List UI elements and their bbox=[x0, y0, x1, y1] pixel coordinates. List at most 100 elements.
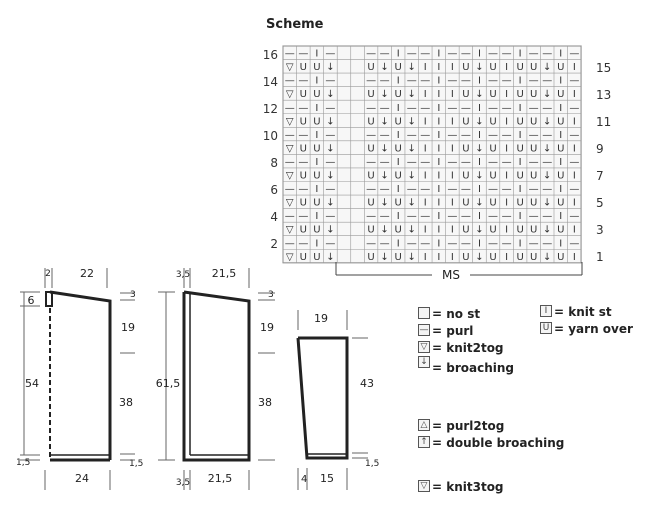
chart-stitch-symbol: U bbox=[530, 143, 537, 154]
dimension-label: 3 bbox=[268, 290, 274, 300]
chart-stitch-symbol: U bbox=[395, 171, 402, 182]
chart-stitch-symbol: — bbox=[488, 184, 498, 195]
legend-purl2tog: △ = purl2tog bbox=[418, 419, 504, 433]
chart-stitch-symbol: — bbox=[366, 238, 376, 249]
chart-stitch-symbol: — bbox=[488, 211, 498, 222]
chart-stitch-symbol: — bbox=[298, 76, 308, 87]
chart-stitch-symbol: ↓ bbox=[408, 143, 416, 154]
chart-stitch-symbol: — bbox=[488, 157, 498, 168]
chart-stitch-symbol: — bbox=[420, 76, 430, 87]
chart-stitch-symbol: — bbox=[569, 157, 579, 168]
chart-stitch-symbol: ▽ bbox=[286, 62, 294, 73]
chart-stitch-symbol: ↓ bbox=[380, 171, 388, 182]
chart-stitch-symbol: I bbox=[478, 130, 481, 141]
chart-stitch-symbol: I bbox=[451, 225, 454, 236]
chart-stitch-symbol: U bbox=[489, 225, 496, 236]
chart-stitch-symbol: — bbox=[285, 184, 295, 195]
chart-stitch-symbol: U bbox=[300, 252, 307, 263]
chart-stitch-symbol: U bbox=[557, 198, 564, 209]
chart-stitch-symbol: ↓ bbox=[475, 62, 483, 73]
row-number: 7 bbox=[596, 169, 604, 183]
row-number: 3 bbox=[596, 223, 604, 237]
chart-stitch-symbol: — bbox=[407, 238, 417, 249]
chart-stitch-symbol: — bbox=[298, 184, 308, 195]
chart-stitch-symbol: — bbox=[529, 211, 539, 222]
chart-stitch-symbol: — bbox=[502, 157, 512, 168]
chart-stitch-symbol: I bbox=[519, 157, 522, 168]
chart-stitch-symbol: U bbox=[516, 143, 523, 154]
chart-stitch-symbol: I bbox=[573, 143, 576, 154]
chart-stitch-symbol: — bbox=[285, 103, 295, 114]
broaching-arrow-icon: ↓ bbox=[418, 356, 430, 368]
chart-stitch-symbol: — bbox=[366, 130, 376, 141]
chart-stitch-symbol: I bbox=[478, 49, 481, 60]
chart-stitch-symbol: ↓ bbox=[380, 252, 388, 263]
legend-no-st: = no st bbox=[418, 307, 480, 321]
chart-stitch-symbol: — bbox=[285, 211, 295, 222]
chart-stitch-symbol: — bbox=[285, 238, 295, 249]
chart-stitch-symbol: — bbox=[529, 184, 539, 195]
chart-stitch-symbol: I bbox=[315, 76, 318, 87]
chart-stitch-symbol: — bbox=[407, 130, 417, 141]
chart-stitch-symbol: — bbox=[366, 76, 376, 87]
chart-stitch-symbol: I bbox=[573, 171, 576, 182]
chart-stitch-symbol: — bbox=[380, 130, 390, 141]
chart-stitch-symbol: — bbox=[569, 238, 579, 249]
chart-stitch-symbol: I bbox=[451, 198, 454, 209]
row-number: 9 bbox=[596, 142, 604, 156]
chart-stitch-symbol: — bbox=[366, 103, 376, 114]
dimension-label: 21,5 bbox=[212, 267, 237, 280]
knit2tog-icon: ▽ bbox=[418, 341, 430, 353]
chart-stitch-symbol: — bbox=[447, 157, 457, 168]
chart-stitch-symbol: U bbox=[530, 252, 537, 263]
chart-stitch-symbol: U bbox=[313, 143, 320, 154]
row-number: 1 bbox=[596, 250, 604, 264]
chart-stitch-symbol: — bbox=[488, 130, 498, 141]
chart-stitch-symbol: ↓ bbox=[380, 143, 388, 154]
chart-stitch-symbol: — bbox=[325, 157, 335, 168]
dimension-label: 43 bbox=[360, 377, 374, 390]
chart-stitch-symbol: — bbox=[447, 130, 457, 141]
chart-stitch-symbol: — bbox=[569, 184, 579, 195]
chart-stitch-symbol: — bbox=[366, 49, 376, 60]
chart-stitch-symbol: I bbox=[519, 211, 522, 222]
row-number: 16 bbox=[263, 48, 278, 62]
legend-label: = double broaching bbox=[432, 436, 565, 450]
chart-stitch-symbol: U bbox=[367, 171, 374, 182]
chart-stitch-symbol: ▽ bbox=[286, 225, 294, 236]
chart-stitch-symbol: I bbox=[437, 76, 440, 87]
chart-stitch-symbol: U bbox=[300, 143, 307, 154]
chart-stitch-symbol: — bbox=[298, 238, 308, 249]
chart-stitch-symbol: ↓ bbox=[380, 89, 388, 100]
chart-stitch-symbol: U bbox=[530, 225, 537, 236]
chart-stitch-symbol: ↓ bbox=[326, 116, 334, 127]
chart-stitch-symbol: — bbox=[325, 49, 335, 60]
chart-stitch-symbol: I bbox=[573, 62, 576, 73]
chart-stitch-symbol: I bbox=[424, 116, 427, 127]
chart-stitch-symbol: — bbox=[461, 211, 471, 222]
knit-bar-icon: I bbox=[540, 305, 552, 317]
chart-stitch-symbol: I bbox=[437, 198, 440, 209]
chart-stitch-symbol: ↓ bbox=[408, 171, 416, 182]
chart-stitch-symbol: I bbox=[573, 89, 576, 100]
chart-stitch-symbol: U bbox=[557, 252, 564, 263]
row-number: 11 bbox=[596, 115, 611, 129]
chart-stitch-symbol: I bbox=[559, 238, 562, 249]
chart-stitch-symbol: ↓ bbox=[326, 252, 334, 263]
chart-stitch-symbol: ▽ bbox=[286, 89, 294, 100]
chart-stitch-symbol: — bbox=[380, 76, 390, 87]
chart-stitch-symbol: I bbox=[437, 89, 440, 100]
chart-stitch-symbol: — bbox=[447, 238, 457, 249]
legend-label: = no st bbox=[432, 307, 481, 321]
chart-stitch-symbol: — bbox=[325, 76, 335, 87]
legend-knit2tog: ▽ = knit2tog bbox=[418, 341, 504, 355]
chart-stitch-symbol: U bbox=[516, 62, 523, 73]
chart-stitch-symbol: — bbox=[380, 103, 390, 114]
chart-stitch-symbol: U bbox=[516, 225, 523, 236]
row-number: 13 bbox=[596, 88, 611, 102]
chart-stitch-symbol: U bbox=[557, 89, 564, 100]
chart-stitch-symbol: I bbox=[397, 103, 400, 114]
chart-stitch-symbol: — bbox=[529, 157, 539, 168]
row-number: 10 bbox=[263, 129, 278, 143]
